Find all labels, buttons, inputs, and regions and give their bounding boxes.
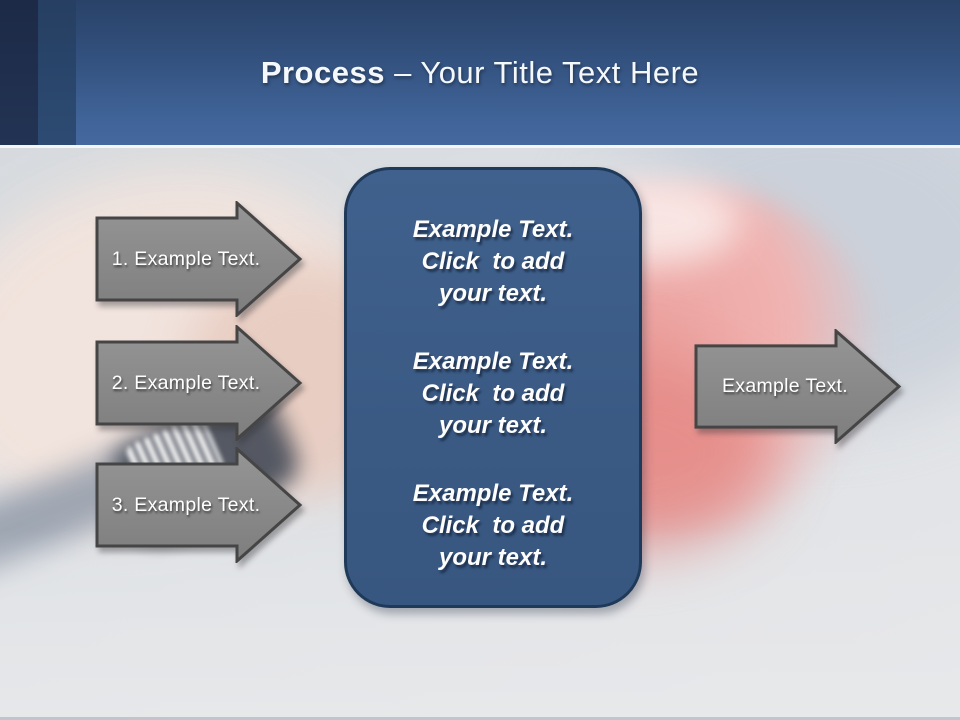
panel-text-line: Click to add: [421, 380, 565, 407]
step-arrow-1[interactable]: 1. Example Text.: [95, 201, 303, 317]
step-arrow-3[interactable]: 3. Example Text.: [95, 447, 303, 563]
slide-title[interactable]: Process – Your Title Text Here: [261, 55, 699, 91]
panel-text-line: Example Text.: [412, 480, 574, 507]
process-panel[interactable]: Example Text. Click to add your text. Ex…: [344, 167, 642, 608]
arrow-right-shape: [95, 201, 303, 317]
panel-text-line: Example Text.: [412, 216, 574, 243]
panel-text-group-1: Example Text. Click to add your text.: [413, 214, 574, 310]
panel-text-line: Example Text.: [412, 348, 574, 375]
output-arrow-label: Example Text.: [721, 375, 848, 397]
panel-text-group-2: Example Text. Click to add your text.: [413, 346, 574, 442]
panel-text-line: Click to add: [421, 248, 565, 275]
arrow-right-shape: [95, 447, 303, 563]
output-arrow[interactable]: Example Text.: [694, 329, 902, 444]
step-arrow-1-label: 1. Example Text.: [111, 247, 261, 270]
panel-text-line: Click to add: [421, 512, 565, 539]
slide-title-subtitle: – Your Title Text Here: [384, 54, 700, 90]
step-arrow-2[interactable]: 2. Example Text.: [95, 325, 303, 441]
slide-title-keyword: Process: [260, 54, 385, 90]
title-bar-accent-mid: [38, 0, 76, 145]
panel-text-line: your text.: [438, 544, 547, 571]
arrow-right-shape: [95, 325, 303, 441]
arrow-right-shape: [694, 329, 902, 444]
step-arrow-3-label: 3. Example Text.: [111, 493, 261, 516]
panel-text-group-3: Example Text. Click to add your text.: [413, 478, 574, 574]
title-bar: Process – Your Title Text Here: [0, 0, 960, 145]
step-arrow-2-label: 2. Example Text.: [111, 371, 261, 394]
photo-bottom-edge: [0, 717, 960, 720]
panel-text-line: your text.: [438, 280, 547, 307]
title-bar-accent-dark: [0, 0, 38, 145]
title-bar-divider: [0, 145, 960, 148]
panel-text-line: your text.: [438, 412, 547, 439]
